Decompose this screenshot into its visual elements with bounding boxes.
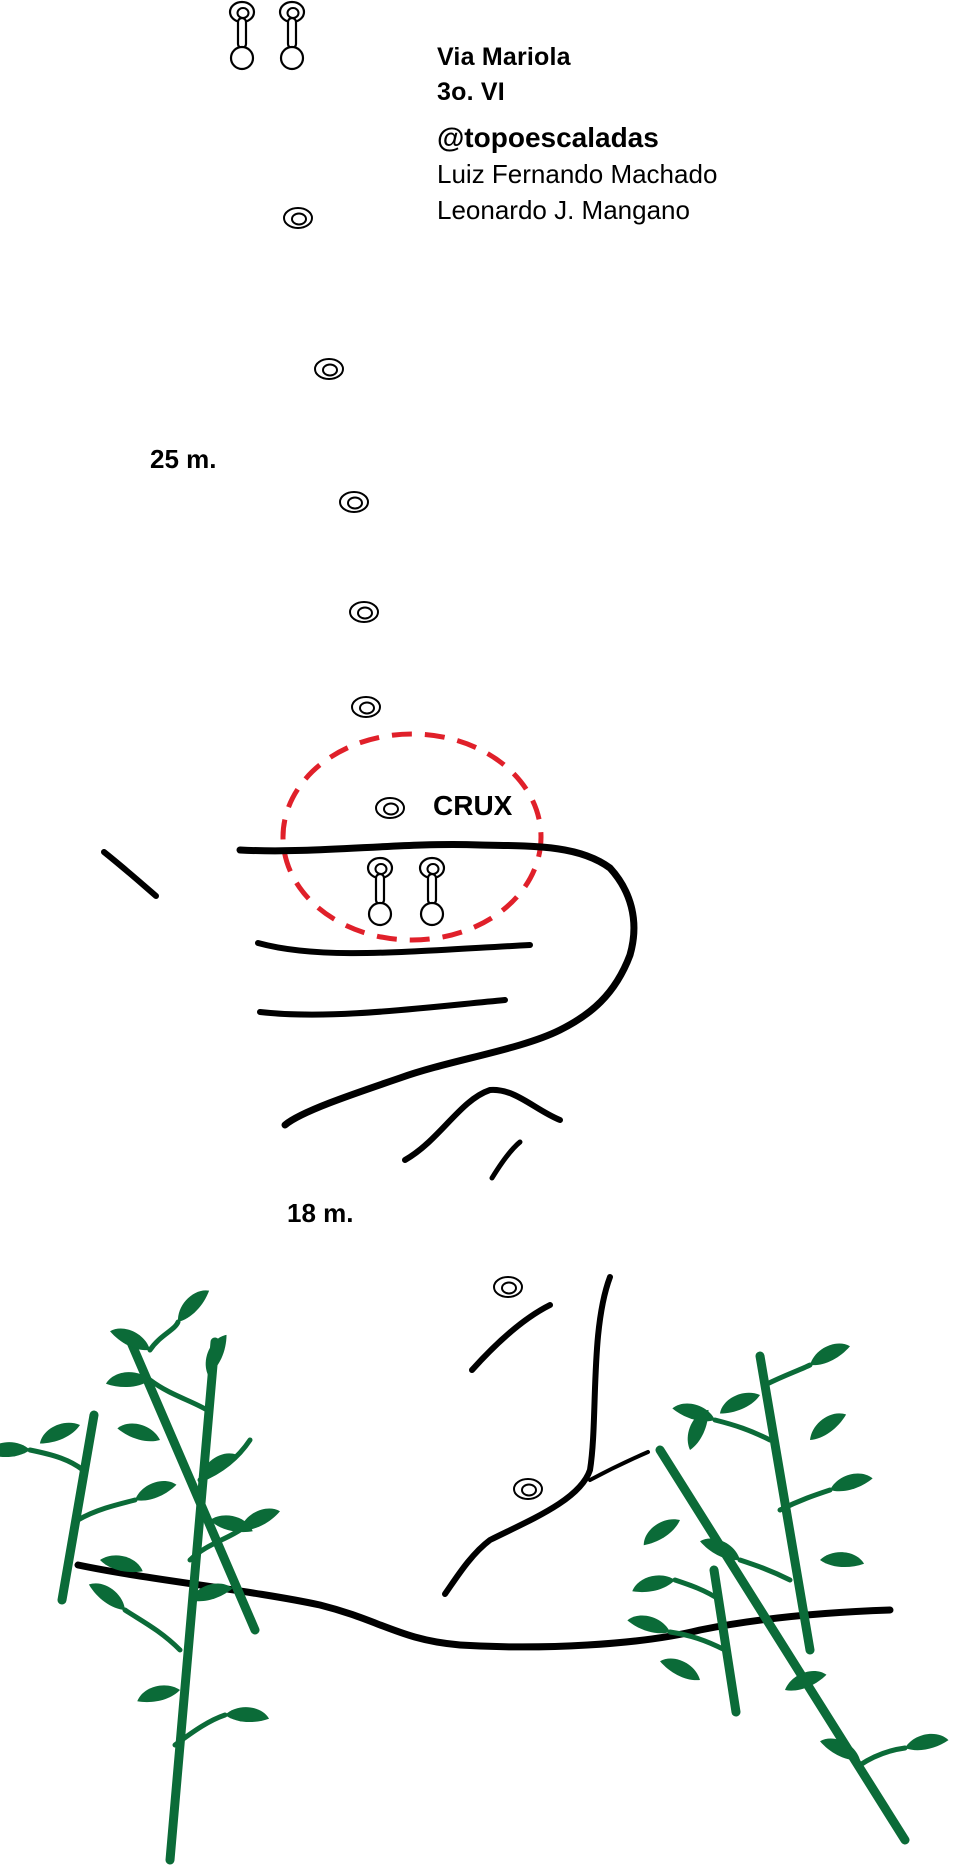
bolt-icon [493,1276,523,1298]
bolt-icon [314,358,344,380]
bolt-icon [513,1478,543,1500]
bolt-icon [339,491,369,513]
author-name: Leonardo J. Mangano [437,195,690,225]
crux-anchor-icon [366,856,446,927]
bolt-icon [375,797,405,819]
bolt-icon [283,207,313,229]
vegetation-left [0,1284,283,1865]
bolt-icon [349,601,379,623]
author-name: Luiz Fernando Machado [437,159,718,189]
height-label-upper: 25 m. [150,444,217,474]
height-label-lower: 18 m. [287,1198,354,1228]
author-handle: @topoescaladas [437,122,659,153]
top-anchor-icon [228,0,306,71]
crux-label: CRUX [433,790,513,821]
route-name: Via Mariola [437,43,571,71]
crux-ring [280,731,544,943]
vegetation-right [626,1338,950,1845]
route-info: Via Mariola 3o. VI @topoescaladas Luiz F… [437,40,717,228]
bolt-icon [351,696,381,718]
route-grade: 3o. VI [437,78,505,106]
